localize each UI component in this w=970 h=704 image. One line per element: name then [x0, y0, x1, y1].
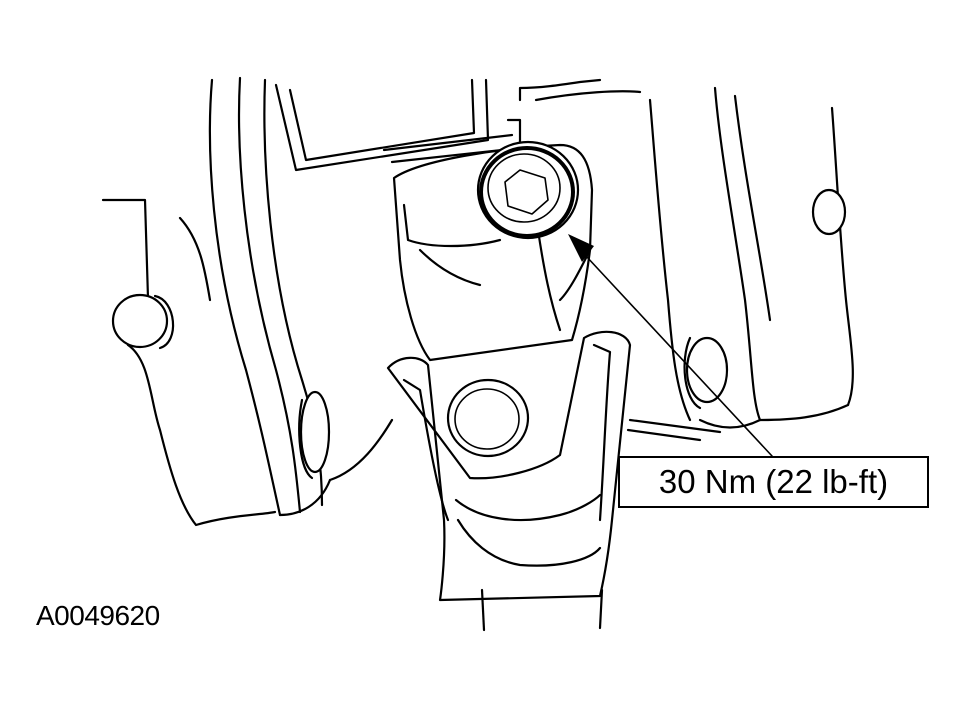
pinch-bolt-head	[487, 153, 561, 223]
leader-arrowhead	[568, 234, 594, 262]
pinch-bolt-washer	[476, 140, 580, 240]
figure-reference-number: A0049620	[36, 600, 160, 631]
right-housing	[648, 86, 854, 429]
left-housing	[208, 76, 490, 517]
callout-leader	[568, 234, 773, 457]
torque-callout: 30 Nm (22 lb-ft)	[618, 456, 929, 508]
right-housing-slot	[811, 188, 847, 236]
left-mount-bracket	[101, 198, 277, 527]
pinch-bolt-ring	[479, 146, 575, 238]
left-housing-slot	[299, 390, 331, 474]
torque-spec-label: 30 Nm (22 lb-ft)	[658, 463, 889, 500]
left-mount-boss	[111, 293, 169, 349]
pinch-bolt	[476, 140, 580, 240]
lower-yoke	[386, 330, 722, 632]
lower-yoke-bearing-cup	[446, 378, 530, 458]
right-mount-boss	[685, 336, 729, 404]
